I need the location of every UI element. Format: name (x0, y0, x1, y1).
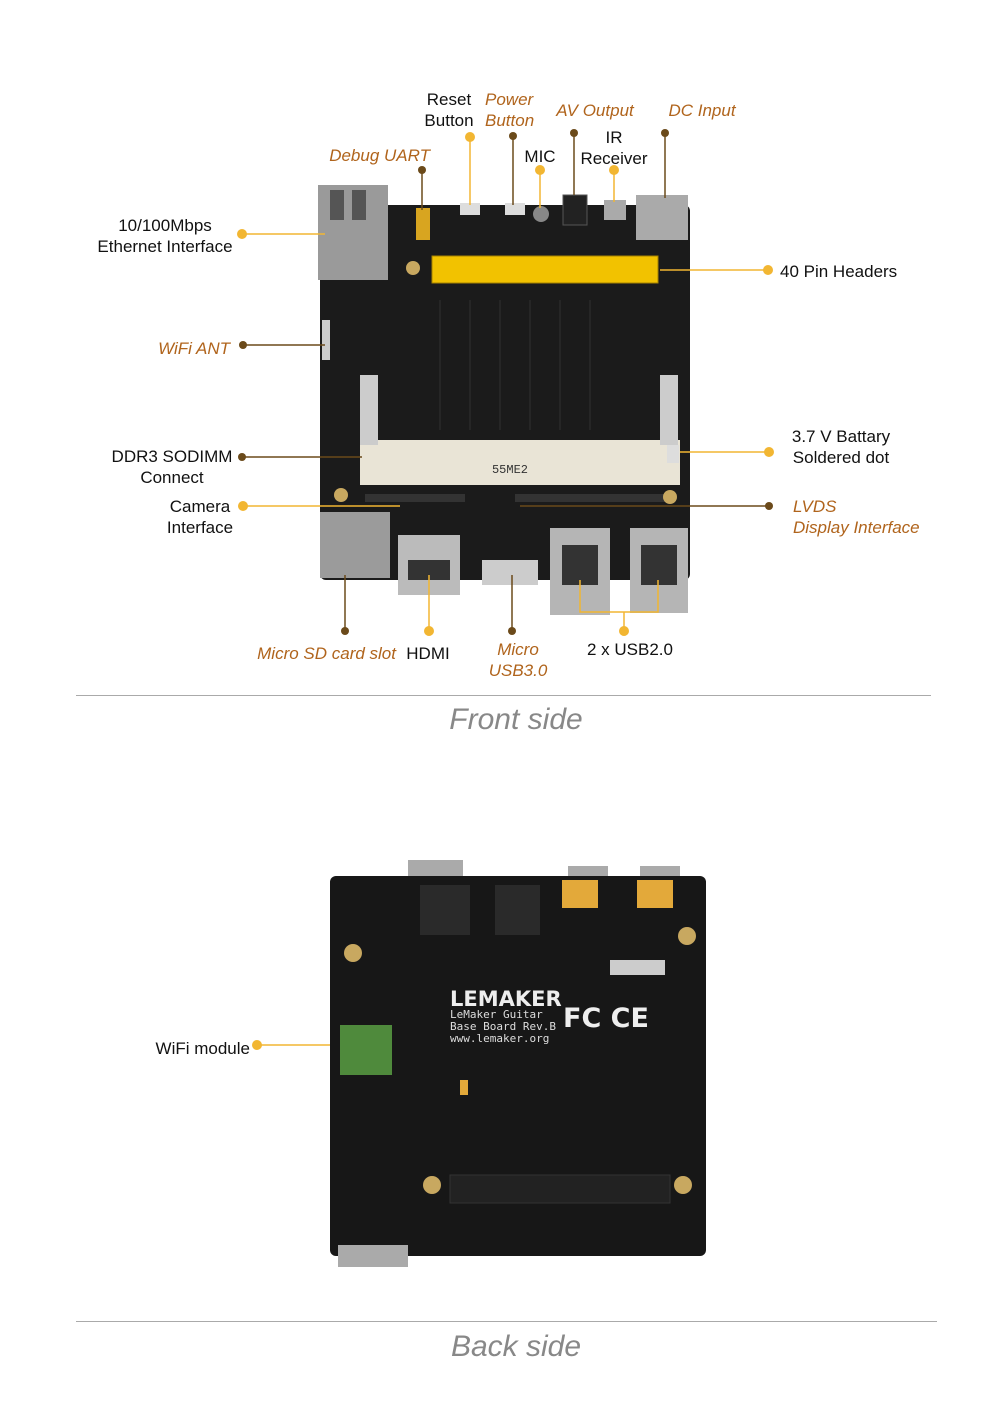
pin-header (431, 255, 659, 284)
label-line: Power (485, 90, 534, 109)
label-40-pin-headers: 40 Pin Headers (780, 262, 898, 281)
divider (76, 1321, 937, 1322)
label-line: Interface (166, 518, 234, 537)
reset-button-part (460, 203, 480, 215)
label-line: IR (605, 128, 623, 147)
label-usb2: 2 x USB2.0 (587, 640, 673, 659)
leader-dots (237, 129, 774, 1050)
label-ddr3-sodimm: DDR3 SODIMM Connect (112, 446, 233, 488)
label-line: Display Interface (793, 518, 920, 537)
leader-lines (242, 133, 769, 1046)
cert-marks: FC CE (563, 1003, 649, 1034)
label-hdmi: HDMI (406, 644, 450, 663)
ir-part (604, 200, 626, 220)
label-line: DDR3 SODIMM (111, 447, 233, 466)
back-board-text: LeMaker Guitar Base Board Rev.B www.lema… (450, 1009, 556, 1045)
microsd-slot (320, 512, 390, 578)
label-ir-receiver: IR Receiver (580, 127, 647, 169)
label-line: Ethernet Interface (97, 237, 233, 256)
front-board: 55ME2 (318, 185, 690, 615)
label-line: Button (485, 111, 535, 130)
label-debug-uart: Debug UART (329, 146, 430, 165)
label-line: Button (424, 111, 474, 130)
board-text-line: www.lemaker.org (450, 1032, 550, 1045)
board-text-line: LeMaker Guitar (450, 1008, 543, 1021)
label-line: LVDS (793, 497, 837, 516)
board-text-line: Base Board Rev.B (450, 1020, 556, 1033)
label-line: Connect (140, 468, 204, 487)
label-line: 10/100Mbps (118, 216, 212, 235)
label-wifi-ant: WiFi ANT (158, 339, 230, 358)
debug-uart-pins (416, 208, 430, 240)
back-side-caption: Back side (450, 1330, 582, 1363)
label-line: Micro (497, 640, 539, 659)
front-side-caption: Front side (449, 703, 583, 736)
label-av-output: AV Output (556, 101, 634, 120)
microusb-port (482, 560, 538, 585)
back-board (330, 860, 706, 1267)
back-logo: LEMAKER (450, 987, 562, 1011)
dc-jack (636, 195, 688, 240)
label-mic: MIC (524, 147, 556, 166)
label-line: 3.7 V Battary (791, 427, 891, 446)
sodimm-slot (360, 440, 680, 485)
av-jack (562, 194, 588, 226)
label-wifi-module: WiFi module (155, 1039, 250, 1058)
divider (76, 695, 931, 696)
power-button-part (505, 203, 525, 215)
label-line: Soldered dot (792, 448, 890, 467)
label-line: Reset (426, 90, 472, 109)
label-line: Camera (169, 497, 231, 516)
label-dc-input: DC Input (668, 101, 736, 120)
label-line: Receiver (580, 149, 648, 168)
label-lvds: LVDS Display Interface (793, 496, 920, 538)
silkscreen-text: 55ME2 (492, 463, 528, 477)
mic-part (533, 206, 549, 222)
wifi-module-chip (340, 1025, 392, 1075)
label-micro-sd: Micro SD card slot (257, 644, 396, 663)
label-line: USB3.0 (488, 661, 548, 680)
